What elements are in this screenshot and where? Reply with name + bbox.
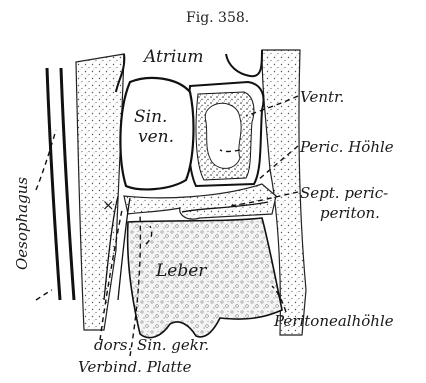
label-ventr: Ventr. [300,88,344,106]
label-sept-1: Sept. peric- [300,184,388,202]
label-sin-ven-2: ven. [138,127,174,147]
oesophagus-wall [47,68,74,300]
figure-caption: Fig. 358. [186,10,249,26]
label-verbind-platte: Verbind. Platte [78,358,192,376]
label-peric-hoehle: Peric. Höhle [299,138,394,156]
label-dors-sin-gekr: dors. Sin. gekr. [94,336,209,354]
label-sin-ven-1: Sin. [134,107,167,127]
ventricle-lumen [205,103,241,168]
label-atrium: Atrium [142,47,203,67]
label-oesophagus: Oesophagus [13,177,31,270]
label-cross-mark: × [102,196,115,214]
dorsal-mesentery-band [76,54,124,330]
label-peritonealhoehle: Peritonealhöhle [273,312,394,330]
label-sept-2: periton. [320,204,380,222]
label-leber: Leber [155,261,207,281]
